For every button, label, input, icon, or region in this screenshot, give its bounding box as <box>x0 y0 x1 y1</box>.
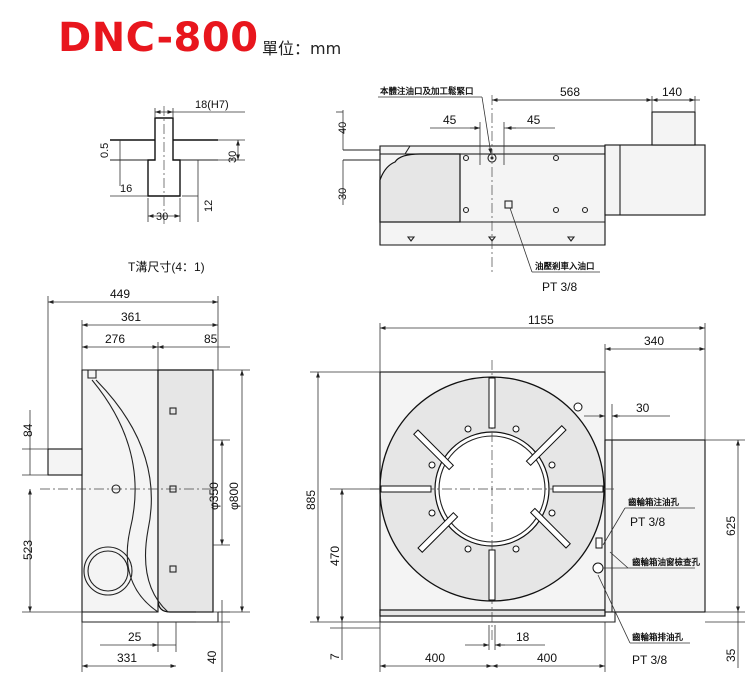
side-dim-361: 361 <box>121 310 141 324</box>
side-view: 449 361 276 85 84 523 φ350 φ800 25 331 <box>21 287 250 672</box>
t-slot-offset-05: 0.5 <box>99 143 111 158</box>
side-dim-449: 449 <box>110 287 130 301</box>
unit-label: 單位：mm <box>262 39 342 58</box>
t-slot-detail: 18(H7) 30 0.5 16 30 12 T溝尺寸(4：1) <box>99 99 245 274</box>
gear-drain-thread: PT 3/8 <box>632 653 667 667</box>
side-dim-276: 276 <box>105 332 125 346</box>
t-slot-bottom-12: 12 <box>203 200 215 212</box>
side-dim-40: 40 <box>205 650 219 664</box>
oil-inlet-callout: 本體注油口及加工鬆緊口 <box>380 86 474 96</box>
front-view: 1155 340 30 885 470 7 625 35 18 <box>304 313 745 672</box>
gearbox-housing <box>604 439 706 613</box>
front-dim-400-left: 400 <box>425 651 445 665</box>
front-dim-470: 470 <box>328 546 342 566</box>
gear-fill-callout: 齒輪箱注油孔 <box>628 497 680 507</box>
front-dim-7: 7 <box>328 653 342 660</box>
side-dim-523: 523 <box>21 540 35 560</box>
side-dim-dia-800: φ800 <box>227 482 241 510</box>
top-dim-40: 40 <box>337 122 349 134</box>
side-dim-85: 85 <box>204 332 218 346</box>
gear-fill-thread: PT 3/8 <box>630 515 665 529</box>
gear-drain-callout: 齒輪箱排油孔 <box>632 632 684 642</box>
front-dim-1155: 1155 <box>528 313 554 327</box>
oil-port-thread: PT 3/8 <box>542 280 577 294</box>
oil-port-callout: 油壓剎車入油口 <box>535 261 595 271</box>
front-dim-885: 885 <box>304 490 318 510</box>
t-slot-depth-30: 30 <box>227 151 239 163</box>
top-dim-45-left: 45 <box>443 113 457 127</box>
front-dim-625: 625 <box>724 516 738 536</box>
top-dim-140: 140 <box>662 85 682 99</box>
top-dim-30: 30 <box>337 188 349 200</box>
model-title: DNC-800 <box>58 15 259 61</box>
side-dim-bore-350: φ350 <box>207 482 221 510</box>
front-dim-400-right: 400 <box>537 651 557 665</box>
front-dim-slot-18: 18 <box>516 630 530 644</box>
t-slot-width-18h7: 18(H7) <box>195 99 229 111</box>
t-slot-bottom-30: 30 <box>156 211 168 223</box>
gear-check-callout: 齒輪箱油窗檢查孔 <box>632 557 701 567</box>
front-dim-340: 340 <box>644 334 664 348</box>
side-dim-25: 25 <box>128 630 142 644</box>
top-dim-568: 568 <box>560 85 580 99</box>
motor-body <box>604 144 706 216</box>
motor-end <box>651 111 696 146</box>
t-slot-caption: T溝尺寸(4：1) <box>128 260 205 274</box>
motor-shaft <box>47 448 83 476</box>
side-dim-84: 84 <box>21 423 35 437</box>
front-dim-30: 30 <box>636 401 650 415</box>
top-dim-45-right: 45 <box>527 113 541 127</box>
front-dim-35: 35 <box>724 648 738 662</box>
side-dim-331: 331 <box>117 651 137 665</box>
t-slot-lip-16: 16 <box>120 183 132 195</box>
top-view: 40 30 568 140 45 45 本體注油口及加工鬆緊口 油壓剎車入油口 … <box>336 85 706 294</box>
